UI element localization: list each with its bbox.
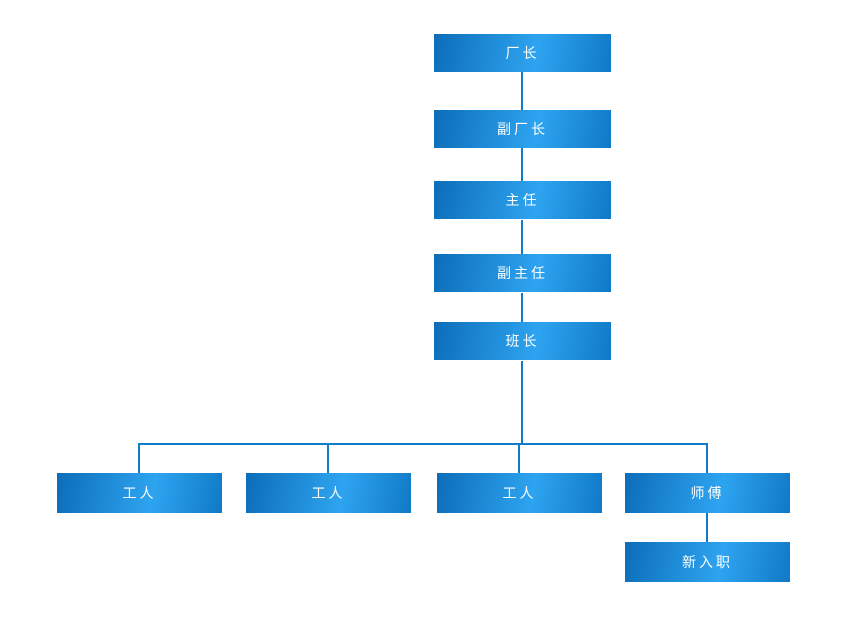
connector-bus-to-master xyxy=(706,443,708,473)
connector-bus-to-worker-1 xyxy=(138,443,140,473)
node-team-leader[interactable]: 班长 xyxy=(434,322,611,360)
connector-director-to-deputy-director xyxy=(521,220,523,254)
node-new-hire[interactable]: 新入职 xyxy=(625,542,790,582)
node-master[interactable]: 师傅 xyxy=(625,473,790,513)
connector-deputy-director-to-team-leader xyxy=(521,293,523,322)
connector-bus-to-worker-3 xyxy=(518,443,520,473)
connector-master-to-new-hire xyxy=(706,513,708,542)
node-worker-1[interactable]: 工人 xyxy=(57,473,222,513)
connector-bus-to-worker-2 xyxy=(327,443,329,473)
connector-team-leader-to-bus xyxy=(521,361,523,445)
node-worker-3[interactable]: 工人 xyxy=(437,473,602,513)
connector-deputy-to-director xyxy=(521,148,523,181)
connector-bus xyxy=(138,443,708,445)
connector-factory-to-deputy xyxy=(521,72,523,110)
node-factory-director[interactable]: 厂长 xyxy=(434,34,611,72)
node-director[interactable]: 主任 xyxy=(434,181,611,219)
node-deputy-factory-director[interactable]: 副厂长 xyxy=(434,110,611,148)
node-deputy-director[interactable]: 副主任 xyxy=(434,254,611,292)
node-worker-2[interactable]: 工人 xyxy=(246,473,411,513)
